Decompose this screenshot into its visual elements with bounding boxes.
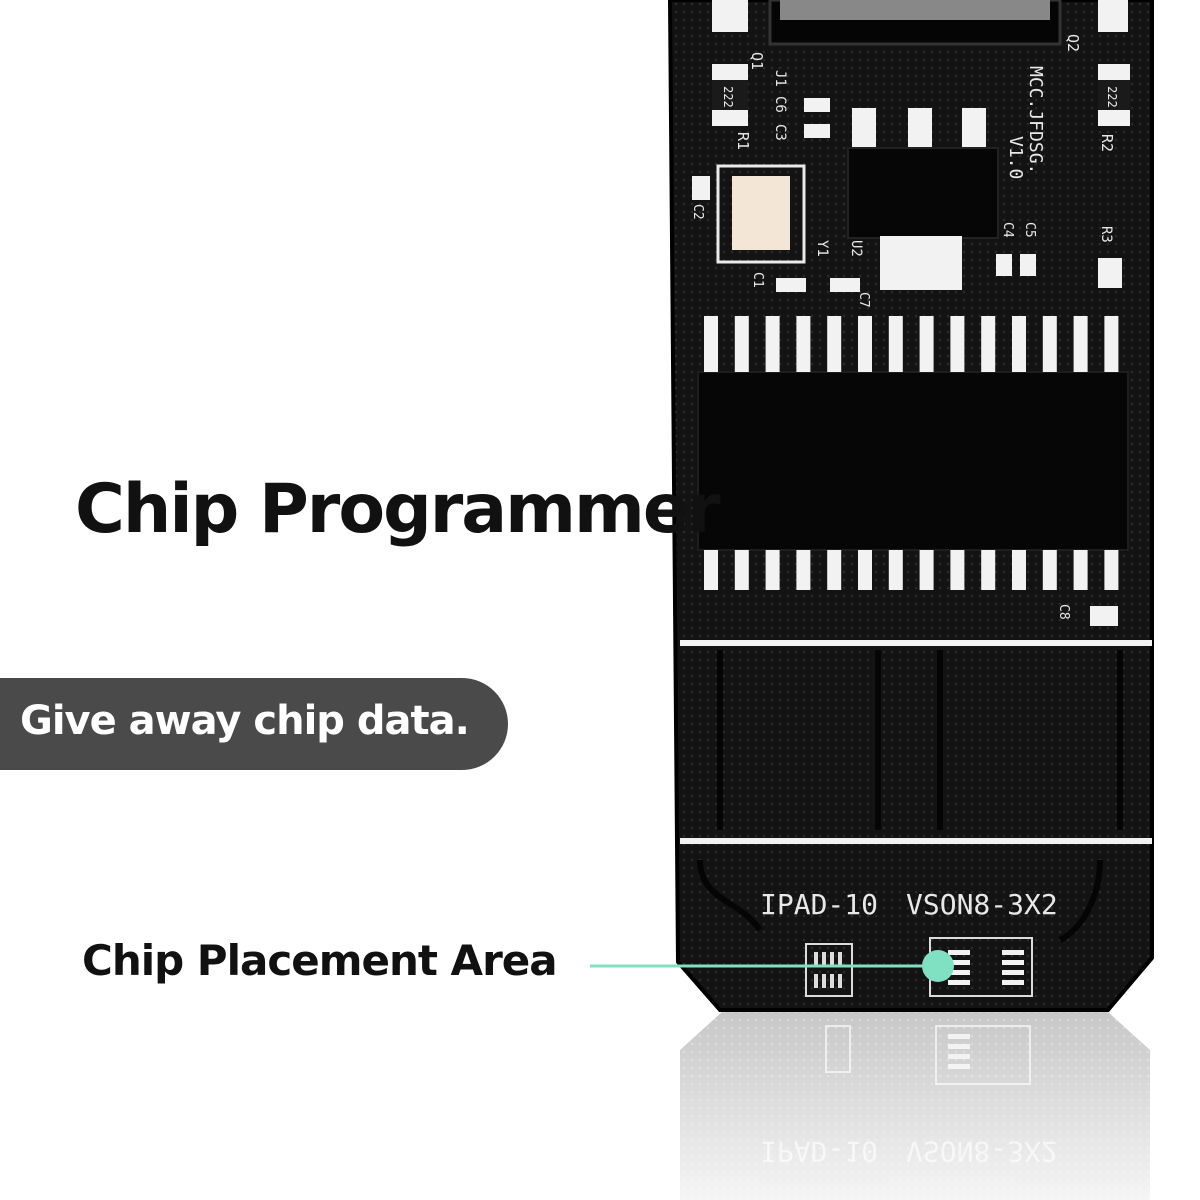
capacitor-c8 bbox=[1090, 606, 1118, 626]
chip-pin-top bbox=[858, 316, 872, 372]
board-reflection: IPAD-10 VSON8-3X2 bbox=[680, 1012, 1152, 1200]
crystal-y1 bbox=[716, 164, 806, 264]
chip-pin-top bbox=[888, 316, 903, 372]
chip-pin-bottom bbox=[765, 550, 780, 590]
chip-footprint-vson8 bbox=[929, 937, 1033, 997]
resistor-r2 bbox=[1098, 64, 1130, 126]
callout-pointer bbox=[590, 950, 954, 982]
chip-pin-top bbox=[981, 316, 996, 372]
flash-chip bbox=[697, 316, 1129, 590]
chip-pin-top bbox=[919, 316, 934, 372]
voltage-regulator bbox=[847, 108, 999, 290]
chip-pin-top bbox=[827, 316, 842, 372]
chip-placement-callout: Chip Placement Area bbox=[82, 936, 558, 985]
chip-pin-top bbox=[1104, 316, 1119, 372]
chip-pin-bottom bbox=[919, 550, 934, 590]
promo-badge: Give away chip data. bbox=[0, 678, 508, 770]
label-q2: Q2 bbox=[1064, 34, 1082, 52]
chip-pin-bottom bbox=[950, 550, 965, 590]
chip-pin-bottom bbox=[981, 550, 996, 590]
chip-pin-bottom bbox=[1104, 550, 1119, 590]
board-name: MCC.JFDSG. bbox=[1025, 66, 1046, 174]
chip-pin-bottom bbox=[1042, 550, 1057, 590]
chip-pin-top bbox=[765, 316, 780, 372]
resistor-code-left: 222 bbox=[721, 86, 735, 108]
label-j1: J1 bbox=[772, 70, 788, 87]
socket-label-right: VSON8-3X2 bbox=[906, 888, 1058, 921]
label-c3: C3 bbox=[772, 124, 788, 141]
chip-pin-top bbox=[1073, 316, 1088, 372]
label-c4: C4 bbox=[1000, 222, 1015, 238]
capacitor-c2 bbox=[692, 176, 710, 200]
label-u2: U2 bbox=[848, 240, 864, 257]
label-r2: R2 bbox=[1098, 134, 1116, 152]
capacitor-c7 bbox=[830, 278, 860, 292]
socket-label-left: IPAD-10 bbox=[760, 888, 878, 921]
label-c5: C5 bbox=[1022, 222, 1037, 238]
chip-pin-top bbox=[704, 316, 718, 372]
label-c7: C7 bbox=[856, 292, 871, 308]
label-q1: Q1 bbox=[748, 52, 766, 70]
chip-pin-bottom bbox=[1073, 550, 1088, 590]
chip-pin-bottom bbox=[704, 550, 718, 590]
chip-footprint-ipad10 bbox=[805, 943, 853, 997]
label-c6: C6 bbox=[772, 96, 788, 113]
board-version: V1.0 bbox=[1005, 136, 1026, 179]
chip-pin-top bbox=[1012, 316, 1026, 372]
chip-pin-bottom bbox=[827, 550, 842, 590]
chip-pin-bottom bbox=[1012, 550, 1026, 590]
label-c8: C8 bbox=[1056, 604, 1071, 620]
capacitor-c5 bbox=[1020, 254, 1036, 276]
chip-pin-bottom bbox=[888, 550, 903, 590]
chip-pin-bottom bbox=[858, 550, 872, 590]
chip-pin-top bbox=[796, 316, 811, 372]
resistor-r1 bbox=[712, 64, 748, 126]
chip-pin-top bbox=[1042, 316, 1057, 372]
resistor-r3 bbox=[1098, 258, 1122, 288]
chip-pin-top bbox=[734, 316, 749, 372]
promo-badge-text: Give away chip data. bbox=[20, 698, 470, 744]
chip-pin-bottom bbox=[796, 550, 811, 590]
label-y1: Y1 bbox=[814, 240, 830, 257]
chip-pin-top bbox=[950, 316, 965, 372]
resistor-code-right: 222 bbox=[1105, 86, 1119, 108]
capacitor-c4 bbox=[996, 254, 1012, 276]
capacitor-pads-c6-c3 bbox=[804, 98, 830, 138]
capacitor-c1 bbox=[776, 278, 806, 292]
usb-connector bbox=[712, 0, 1128, 46]
label-r1: R1 bbox=[734, 132, 752, 150]
chip-pin-bottom bbox=[734, 550, 749, 590]
divider-line-top bbox=[680, 640, 1152, 646]
label-c1: C1 bbox=[750, 272, 765, 288]
label-r3: R3 bbox=[1098, 226, 1114, 243]
label-c2: C2 bbox=[690, 204, 705, 220]
page-title: Chip Programmer bbox=[75, 470, 721, 549]
divider-line-bottom bbox=[680, 838, 1152, 844]
pcb-traces bbox=[697, 650, 1123, 943]
